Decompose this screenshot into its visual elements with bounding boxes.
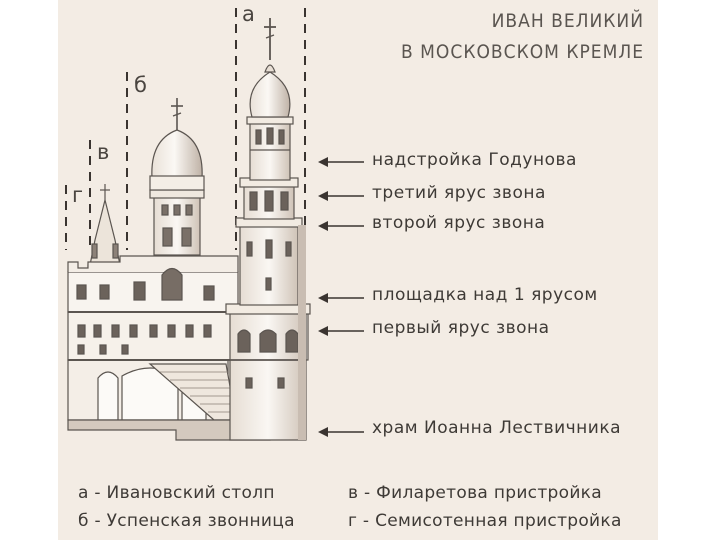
section-letter-b: б [134, 73, 147, 97]
arrow-platform [318, 293, 364, 303]
title-line-1: ИВАН ВЕЛИКИЙ [491, 10, 644, 32]
belfry-dome [149, 98, 205, 256]
legend-item-g: г - Семисотенная пристройка [348, 511, 622, 531]
legend-item-b: б - Успенская звонница [78, 511, 295, 531]
arrow-first-tier [318, 326, 364, 336]
callout-church-john-climacus: храм Иоанна Лествичника [372, 418, 622, 438]
callout-godunov-superstructure: надстройка Годунова [372, 150, 577, 170]
arrow-second-tier [318, 221, 364, 231]
section-letter-v: в [97, 140, 110, 164]
height-markers [65, 8, 306, 250]
callout-third-bell-tier: третий ярус звона [372, 183, 546, 203]
section-letter-g: г [72, 183, 84, 207]
arrow-church [318, 427, 364, 437]
filaret-annex [87, 184, 123, 276]
callout-first-bell-tier: первый ярус звона [372, 318, 550, 338]
legend-item-v: в - Филаретова пристройка [348, 483, 602, 503]
section-letter-a: а [242, 2, 255, 26]
title-line-2: В МОСКОВСКОМ КРЕМЛЕ [401, 41, 644, 63]
ivan-the-great-tower [225, 18, 311, 441]
callout-arrows [318, 157, 364, 437]
legend-item-a: а - Ивановский столп [78, 483, 275, 503]
arrow-third-tier [318, 191, 364, 201]
callout-second-bell-tier: второй ярус звона [372, 213, 546, 233]
arrow-godunov [318, 157, 364, 167]
callout-platform-first-tier: площадка над 1 ярусом [372, 285, 598, 305]
